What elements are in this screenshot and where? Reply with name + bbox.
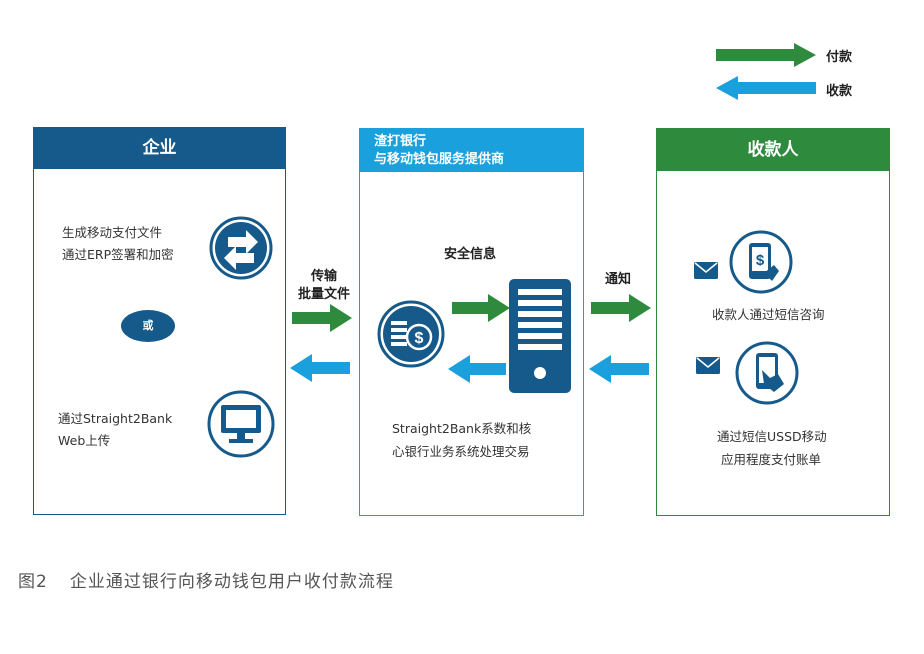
svg-text:$: $: [756, 252, 765, 269]
bank-pay-arrow-in: [452, 294, 510, 322]
or-badge: [121, 310, 175, 342]
coins-dollar-icon: $: [377, 300, 445, 368]
notify-pay-arrow: [591, 294, 651, 322]
svg-text:$: $: [415, 330, 424, 347]
bank-desc-line2: 心银行业务系统处理交易: [392, 444, 530, 459]
legend-pay-arrow: [716, 43, 816, 67]
transfer-label-line2: 批量文件: [297, 287, 350, 302]
transfer-receive-arrow: [290, 354, 350, 382]
legend-receive-label: 收款: [826, 84, 853, 99]
server-icon: [509, 279, 571, 393]
phone-hand-icon: [735, 341, 799, 405]
phone-dollar-icon: $: [729, 230, 793, 294]
enterprise-panel: 企业: [33, 127, 286, 515]
erp-line1: 生成移动支付文件: [62, 225, 163, 240]
payee-panel: 收款人: [656, 128, 890, 516]
transfer-arrows-icon: [209, 216, 273, 280]
caption-text: 企业通过银行向移动钱包用户收付款流程: [69, 572, 394, 592]
web-line2: Web上传: [58, 433, 111, 448]
payee-title: 收款人: [747, 140, 799, 160]
legend-pay-label: 付款: [826, 50, 853, 65]
sms-inquiry-label: 收款人通过短信咨询: [712, 307, 825, 322]
bank-desc-line1: Straight2Bank系数和核: [392, 421, 532, 436]
notify-label: 通知: [605, 272, 632, 287]
enterprise-title: 企业: [142, 138, 177, 158]
envelope-icon: [696, 357, 720, 374]
web-line1: 通过Straight2Bank: [58, 411, 173, 426]
or-label: 或: [142, 319, 154, 332]
envelope-icon: [694, 262, 718, 279]
ussd-line1: 通过短信USSD移动: [717, 429, 827, 444]
bank-title-line1: 渣打银行: [374, 134, 427, 149]
caption-number: 图2: [18, 572, 48, 592]
figure-caption: 图2 企业通过银行向移动钱包用户收付款流程: [18, 567, 416, 592]
ussd-line2: 应用程度支付账单: [721, 452, 822, 467]
bank-title-line2: 与移动钱包服务提供商: [374, 152, 505, 167]
transfer-pay-arrow: [292, 304, 352, 332]
bank-receive-arrow-out: [448, 355, 506, 383]
enterprise-header: 企业: [34, 128, 285, 169]
secure-info-label: 安全信息: [444, 247, 497, 262]
legend-receive-arrow: [716, 76, 816, 100]
transfer-label-line1: 传输: [310, 269, 337, 284]
payee-header: 收款人: [657, 129, 889, 171]
erp-line2: 通过ERP签署和加密: [62, 247, 174, 262]
notify-receive-arrow: [589, 355, 649, 383]
bank-header: 渣打银行 与移动钱包服务提供商: [360, 129, 583, 172]
monitor-icon: [207, 390, 275, 458]
